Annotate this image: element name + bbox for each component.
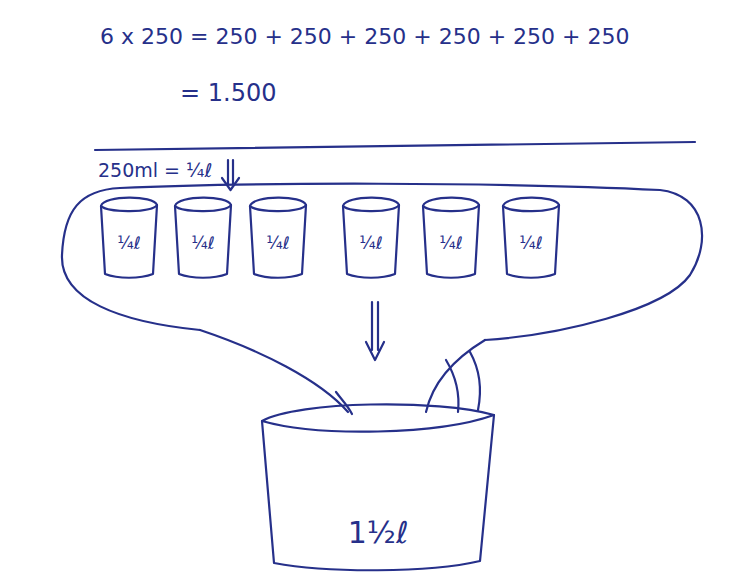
grouping-outline [62, 184, 702, 340]
pour-stream [426, 340, 485, 412]
conversion-note: 250ml = ¼ℓ [98, 160, 212, 182]
cup-volume: ¼ℓ [519, 234, 543, 253]
down-arrow [366, 302, 384, 360]
pour-stream [200, 330, 348, 412]
cup-container: ¼ℓ [420, 195, 482, 280]
pour-stream [336, 392, 352, 414]
equation-text: 6 x 250 = 250 + 250 + 250 + 250 + 250 + … [100, 24, 629, 49]
cup-volume: ¼ℓ [117, 234, 141, 253]
pot-container: 1½ℓ [258, 395, 498, 575]
pour-stream [470, 352, 480, 410]
cup-container: ¼ℓ [500, 195, 562, 280]
cup-volume: ¼ℓ [439, 234, 463, 253]
cup-volume: ¼ℓ [359, 234, 383, 253]
cup-container: ¼ℓ [340, 195, 402, 280]
cup-volume: ¼ℓ [266, 234, 290, 253]
cup-container: ¼ℓ [98, 195, 160, 280]
cup-container: ¼ℓ [172, 195, 234, 280]
cup-volume: ¼ℓ [191, 234, 215, 253]
volume-label: 1½ℓ [348, 516, 409, 549]
result-text: = 1.500 [180, 80, 276, 108]
cup-container: ¼ℓ [247, 195, 309, 280]
pour-stream [446, 360, 458, 412]
divider-line [95, 142, 695, 150]
